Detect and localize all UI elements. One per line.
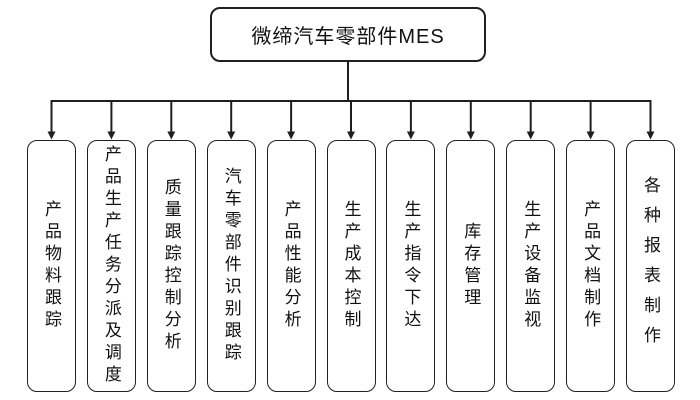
root-node: 微缔汽车零部件MES — [210, 7, 486, 62]
arrowhead-icon — [646, 131, 655, 140]
child-node-label: 汽车零部件识别跟踪 — [221, 167, 241, 365]
child-node-label: 产品物料跟踪 — [42, 200, 61, 332]
arrowhead-icon — [586, 131, 595, 140]
arrowhead-icon — [107, 131, 116, 140]
child-node: 各种报表制作 — [626, 140, 675, 392]
child-node: 产品性能分析 — [266, 140, 316, 392]
arrowhead-icon — [287, 131, 296, 140]
child-node: 库存管理 — [446, 140, 496, 392]
child-node-label: 产品生产任务分派及调度 — [101, 145, 121, 387]
child-node-label: 库存管理 — [461, 222, 481, 310]
child-node: 生产设备监视 — [506, 140, 556, 392]
arrowhead-icon — [406, 131, 415, 140]
child-node: 汽车零部件识别跟踪 — [206, 140, 256, 392]
arrowhead-icon — [227, 131, 236, 140]
child-node: 产品物料跟踪 — [27, 140, 76, 392]
child-node-label: 产品文档制作 — [581, 200, 601, 332]
arrowhead-icon — [347, 131, 355, 140]
child-node-label: 质量跟踪控制分析 — [161, 178, 181, 354]
child-node: 产品文档制作 — [566, 140, 616, 392]
root-node-label: 微缔汽车零部件MES — [251, 26, 445, 48]
child-node: 生产成本控制 — [326, 140, 376, 392]
arrowhead-icon — [526, 131, 535, 140]
child-node-label: 各种报表制作 — [641, 176, 660, 356]
child-node: 质量跟踪控制分析 — [146, 140, 196, 392]
arrowhead-icon — [167, 131, 176, 140]
child-node-label: 生产设备监视 — [521, 200, 541, 332]
child-node: 产品生产任务分派及调度 — [86, 140, 136, 392]
child-node-label: 生产指令下达 — [401, 200, 421, 332]
child-node-label: 生产成本控制 — [341, 200, 361, 332]
child-node-label: 产品性能分析 — [281, 200, 301, 332]
child-node: 生产指令下达 — [386, 140, 436, 392]
arrowhead-icon — [466, 131, 475, 140]
arrowhead-icon — [47, 131, 56, 140]
